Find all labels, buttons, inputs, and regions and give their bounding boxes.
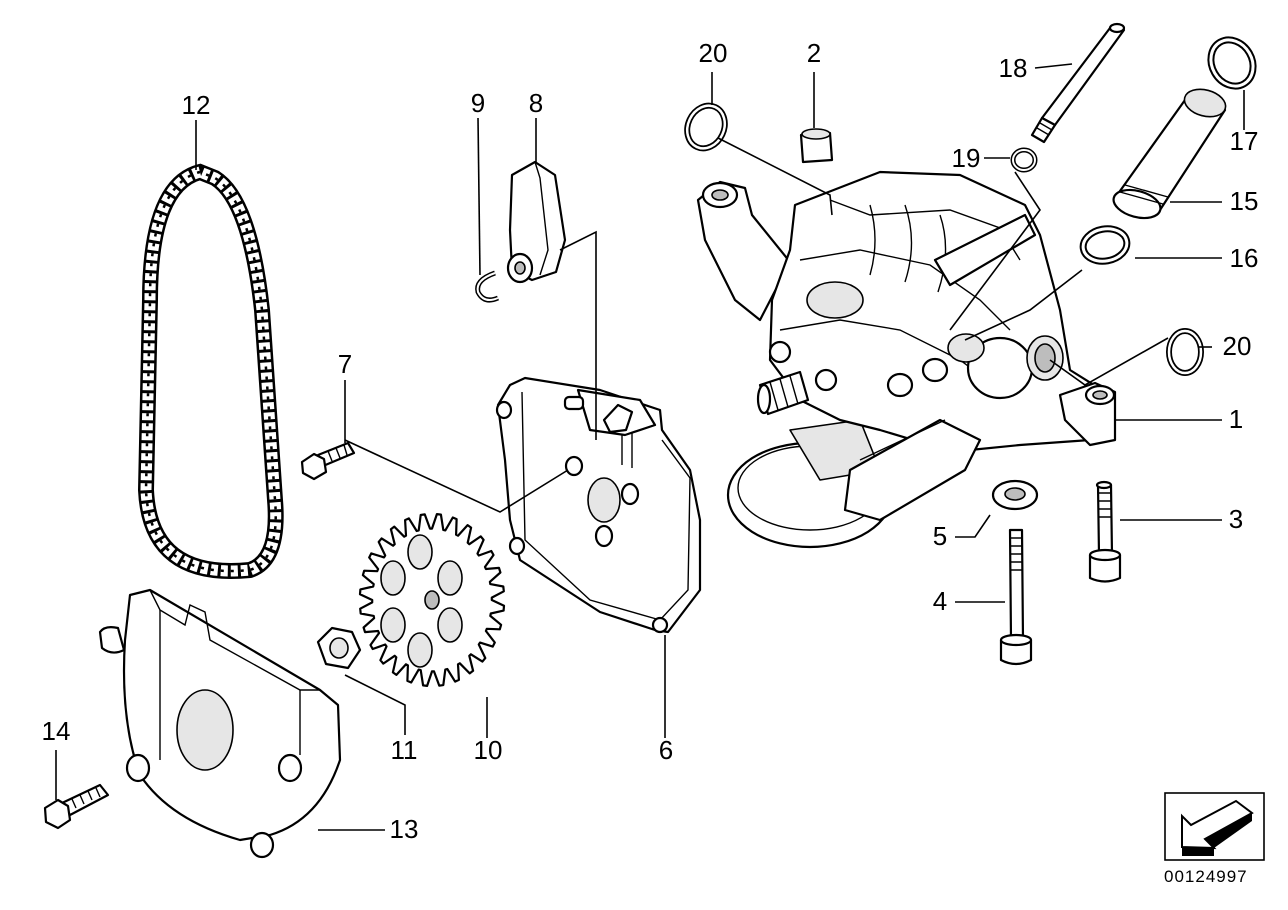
bolt-3 [1088,480,1122,583]
callout-14: 14 [42,716,71,746]
callout-13: 13 [390,814,419,844]
arrow-down-left-icon[interactable] [1164,792,1265,861]
bolt-7 [300,441,356,481]
callout-3: 3 [1229,504,1243,534]
chain-housing-6 [495,376,702,634]
callout-12: 12 [182,90,211,120]
callout-17: 17 [1230,126,1259,156]
leader-lines [55,63,1245,831]
chain-cover-lower [98,588,342,859]
circlip-9 [475,270,499,303]
o-ring-16 [1079,225,1131,265]
callout-8: 8 [529,88,543,118]
callout-labels: 12 9 8 7 11 10 6 14 13 20 2 18 17 19 15 … [42,38,1259,844]
washer-5 [991,479,1039,511]
callout-18: 18 [999,53,1028,83]
sleeve-2 [799,128,834,164]
chain-tensioner-8 [506,160,567,284]
reference-number: 00124997 [1164,867,1248,886]
callout-1: 1 [1229,404,1243,434]
guide-tube-18 [1030,22,1126,144]
callout-10: 10 [474,735,503,765]
callout-11: 11 [391,735,418,765]
timing-chain [137,163,284,579]
ring-17 [1207,36,1257,90]
callout-20-right: 20 [1223,331,1252,361]
bolt-4 [999,528,1033,666]
callout-7: 7 [338,349,352,379]
o-ring-20-right [1166,328,1204,376]
nut-11 [316,626,362,670]
callout-6: 6 [659,735,673,765]
callout-2: 2 [807,38,821,68]
callout-16: 16 [1230,243,1259,273]
o-ring-20-top [684,102,728,152]
sprocket-10 [358,513,506,687]
callout-9: 9 [471,88,485,118]
callout-4: 4 [933,586,947,616]
bolt-14 [43,783,110,830]
callout-20-top: 20 [699,38,728,68]
callout-15: 15 [1230,186,1259,216]
pipe-15 [1112,88,1227,220]
callout-5: 5 [933,521,947,551]
callout-19: 19 [952,143,981,173]
oil-pump-1 [696,170,1117,549]
seal-19 [1010,147,1038,173]
